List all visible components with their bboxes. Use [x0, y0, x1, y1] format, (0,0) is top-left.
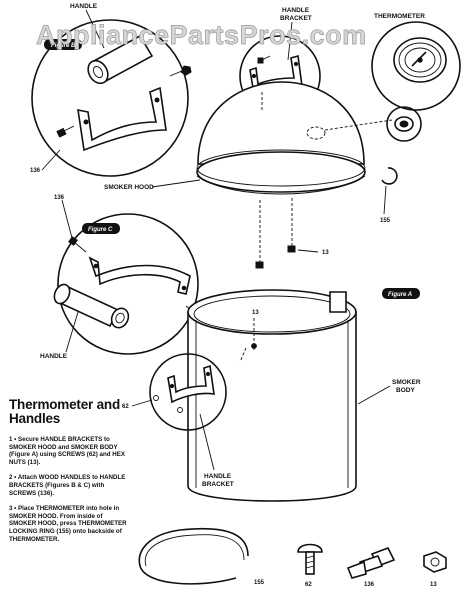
hex-nut-top	[169, 65, 192, 77]
callout-13-part: 13	[430, 582, 437, 588]
callout-155-part: 155	[254, 580, 265, 586]
detail-body-bracket	[149, 353, 227, 431]
smoker-hood	[196, 81, 393, 269]
callout-62-part: 62	[305, 582, 312, 588]
label-smoker-hood: SMOKER HOOD	[104, 184, 154, 191]
part-136-screw: 136	[346, 546, 396, 588]
screw-136-top	[56, 125, 75, 138]
callout-136-mid: 136	[54, 195, 65, 201]
handle-bracket-mid	[88, 256, 191, 295]
label-thermometer: THERMOMETER	[374, 13, 425, 20]
watermark: AppliancePartsPros.com	[36, 20, 367, 50]
figure-c-tag: Figure C	[88, 227, 113, 233]
part-155-ring: 155	[138, 527, 265, 586]
callout-62-body: 62	[122, 404, 129, 410]
label-smoker-body-1: SMOKER	[392, 379, 421, 386]
wood-handle-mid	[53, 283, 130, 329]
thermometer-gauge	[393, 37, 447, 83]
callout-136-part: 136	[364, 582, 375, 588]
screw-136-mid	[68, 236, 87, 253]
smoker-body	[187, 289, 357, 502]
part-62-screw: 62	[297, 543, 323, 588]
figure-b-tag: Figure B	[51, 43, 76, 49]
label-handle-top: HANDLE	[70, 3, 98, 10]
thermometer-small	[386, 106, 422, 142]
instruction-step-3: 3 • Place THERMOMETER into hole in SMOKE…	[9, 505, 127, 543]
instructions-title: Thermometer and Handles	[9, 397, 121, 426]
handle-bracket-top-left	[77, 86, 167, 152]
label-handle-bracket-top-1: HANDLE	[282, 7, 310, 14]
instruction-step-1: 1 • Secure HANDLE BRACKETS to SMOKER HOO…	[9, 436, 125, 466]
callout-136-top: 136	[30, 168, 41, 174]
detail-figure-b: Figure B 136	[30, 19, 192, 177]
label-handle-mid: HANDLE	[40, 353, 68, 360]
callout-13-body: 13	[252, 310, 259, 316]
figure-a-tag: Figure A	[388, 292, 412, 298]
instructions-panel: Thermometer and Handles 1 • Secure HANDL…	[9, 398, 127, 551]
wood-handle-top	[87, 34, 154, 85]
callout-13-hood: 13	[322, 250, 329, 256]
label-handle-bracket-top-2: BRACKET	[280, 15, 312, 22]
handle-bracket-body	[167, 364, 215, 404]
label-handle-bracket-bottom-1: HANDLE	[204, 473, 232, 480]
callout-155-ring: 155	[380, 218, 391, 224]
detail-thermometer: THERMOMETER	[371, 13, 461, 142]
locking-ring-155: 155	[380, 167, 398, 224]
label-handle-bracket-bottom-2: BRACKET	[202, 481, 234, 488]
detail-figure-c: Figure C	[53, 213, 201, 355]
part-13-nut: 13	[423, 551, 447, 588]
label-smoker-body-2: BODY	[396, 387, 415, 394]
instruction-step-2: 2 • Attach WOOD HANDLES to HANDLE BRACKE…	[9, 474, 126, 497]
